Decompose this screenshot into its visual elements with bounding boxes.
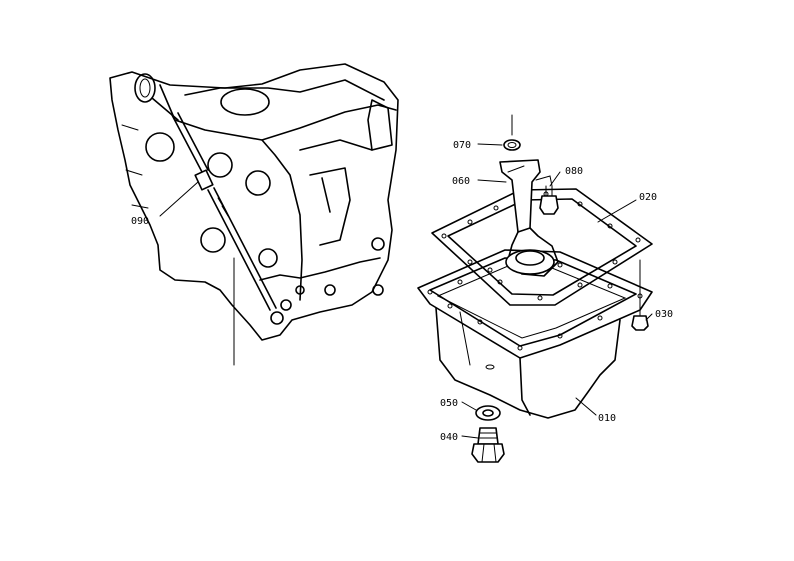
label-090: 090: [131, 216, 149, 227]
leader-090: [159, 181, 199, 217]
label-040: 040: [440, 432, 458, 443]
bolt-080: [535, 175, 559, 215]
leader-010: [575, 397, 597, 416]
leader-060: [477, 179, 507, 183]
o-ring-070: [503, 139, 521, 151]
label-020: 020: [639, 192, 657, 203]
leader-030: [645, 313, 653, 321]
washer-050: [475, 405, 501, 421]
bolt-030: [631, 259, 649, 331]
leader-070: [477, 143, 503, 146]
dipstick-090: [134, 73, 284, 325]
label-010: 010: [598, 413, 616, 424]
drain-plug-040: [471, 427, 505, 463]
engine-block: [109, 63, 399, 366]
leader-050: [461, 401, 477, 411]
label-030: 030: [655, 309, 673, 320]
leader-080: [549, 171, 561, 187]
leader-040: [461, 435, 479, 439]
label-080: 080: [565, 166, 583, 177]
label-070: 070: [453, 140, 471, 151]
label-050: 050: [440, 398, 458, 409]
leader-020: [597, 199, 637, 223]
oil-strainer-060: [499, 114, 559, 277]
label-060: 060: [452, 176, 470, 187]
